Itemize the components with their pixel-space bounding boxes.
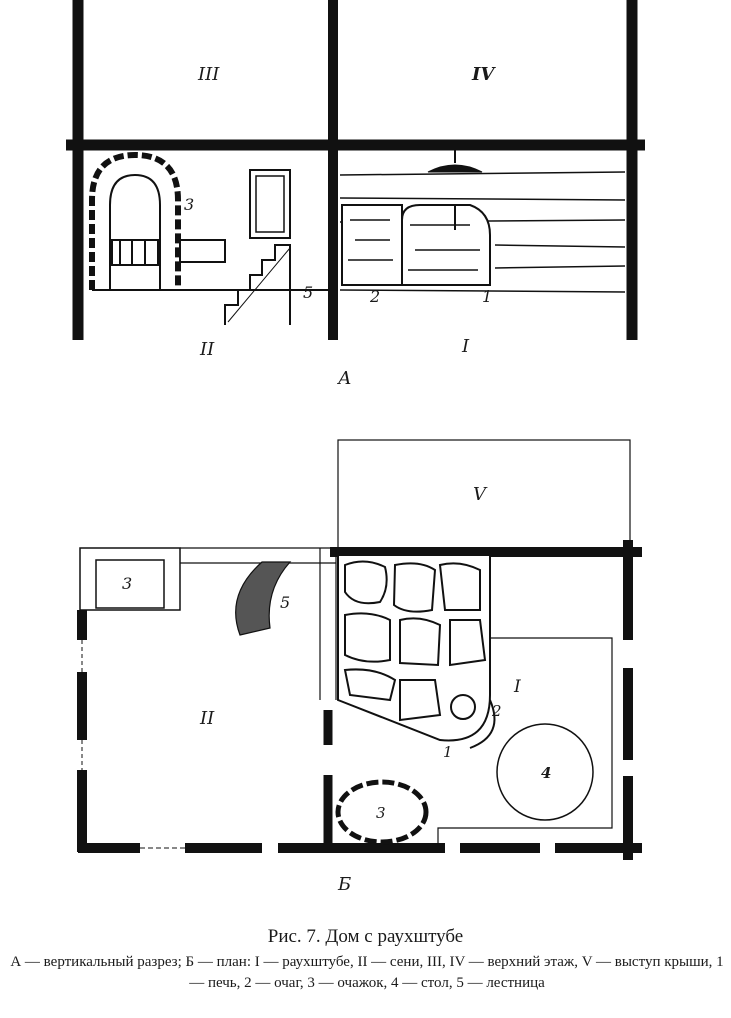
mark-3b: 3 xyxy=(376,804,386,822)
mark-4: 4 xyxy=(541,764,551,782)
room-label-III: III xyxy=(197,64,220,85)
mark-5: 5 xyxy=(303,283,313,302)
lamp xyxy=(427,164,483,173)
mark-3: 3 xyxy=(122,574,132,593)
room-label-V: V xyxy=(473,484,488,505)
figure-title: Рис. 7. Дом с раухштубе xyxy=(267,926,464,947)
stairs-section xyxy=(224,244,291,325)
step-platform xyxy=(79,547,181,611)
section-labels: III IV II I 3 5 2 1 А xyxy=(184,64,496,389)
vertical-section xyxy=(66,0,645,340)
room-label-II: II xyxy=(199,708,215,729)
mark-3: 3 xyxy=(184,195,194,214)
mark-1: 1 xyxy=(443,743,453,761)
room-label-I: I xyxy=(513,677,521,697)
stove-plan xyxy=(337,554,491,742)
floor-plan xyxy=(77,439,642,860)
section-a-label: А xyxy=(336,368,352,389)
small-hearth xyxy=(335,779,429,845)
room-label-IV: IV xyxy=(471,64,496,85)
room-label-I: I xyxy=(461,336,470,357)
window xyxy=(249,169,291,239)
table xyxy=(496,723,594,821)
spiral-stairs xyxy=(235,561,292,636)
plan-b-label: Б xyxy=(337,874,351,895)
mark-2: 2 xyxy=(491,702,502,720)
mark-1: 1 xyxy=(482,287,492,306)
figure-legend: А — вертикальный разрез; Б — план: I — р… xyxy=(10,954,724,991)
arch-oven xyxy=(89,151,330,291)
stove-section xyxy=(341,204,491,286)
mark-5: 5 xyxy=(280,593,290,612)
room-label-II: II xyxy=(199,339,215,360)
plan-labels: V II I 3 5 1 2 3 4 Б xyxy=(122,484,551,895)
mark-2: 2 xyxy=(369,287,380,306)
hearth-mark xyxy=(450,694,476,720)
house-drawing: III IV II I 3 5 2 1 А xyxy=(66,0,645,895)
